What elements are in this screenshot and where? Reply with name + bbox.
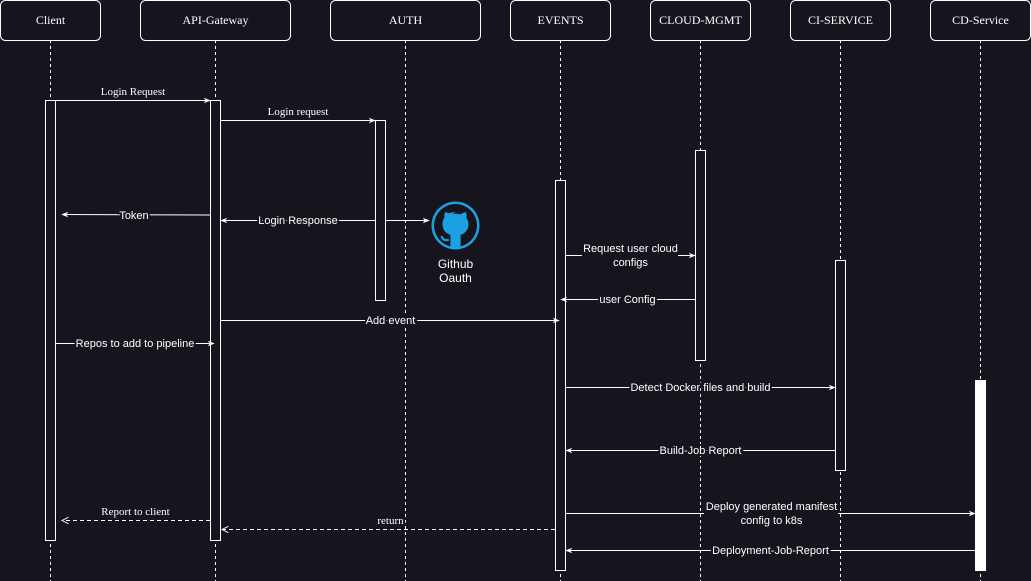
activation-ci-service [835,260,846,471]
participant-label: API-Gateway [183,13,249,27]
message-build-job-report: Build-Job Report [565,443,835,459]
message-label: Add event [366,315,416,327]
message-label-line1: Request user cloud [583,243,678,255]
github-oauth-node: Github Oauth [431,201,480,285]
activation-events [555,180,566,571]
message-label: user Config [599,294,655,306]
participant-label: AUTH [389,13,423,27]
message-deployment-job-report: Deployment-Job-Report [565,543,975,559]
github-oauth-label-line1: Github [438,257,474,271]
message-detect-docker: Detect Docker files and build [565,380,836,396]
participant-label: CI-SERVICE [808,13,873,27]
participant-client: Client [0,0,101,41]
participant-api-gateway: API-Gateway [140,0,291,41]
activation-cd-service [975,380,986,571]
participant-cd-service: CD-Service [930,0,1031,41]
message-login-request-client: Login Request [55,86,211,104]
message-label: Login request [268,106,329,118]
message-report-to-client: Report to client [62,506,210,521]
message-request-cloud-configs: Request user cloud configs [565,243,696,269]
activation-client [45,100,56,541]
participant-auth: AUTH [330,0,481,41]
message-label-line1: Deploy generated manifest [706,501,837,513]
participant-label: CLOUD-MGMT [659,13,742,27]
message-label: Build-Job Report [660,445,742,457]
message-login-response: Login Response [220,213,375,229]
message-label: Token [119,210,148,222]
activation-cloud-mgmt [695,150,706,361]
message-label: return [377,515,404,527]
message-add-event: Add event [220,313,560,329]
participant-label: Client [36,13,66,27]
participant-ci-service: CI-SERVICE [790,0,891,41]
message-label-line2: configs [613,257,648,269]
participant-label: CD-Service [952,13,1009,27]
participant-label: EVENTS [538,13,584,27]
message-label: Login Request [101,86,165,98]
message-user-config: user Config [560,292,695,308]
message-token: Token [61,208,211,224]
message-label-line2: config to k8s [741,515,803,527]
activation-api-gateway [210,100,221,541]
message-label: Deployment-Job-Report [712,545,829,557]
github-oauth-label-line2: Oauth [439,271,472,285]
message-label: Detect Docker files and build [630,382,770,394]
message-deploy-manifest: Deploy generated manifest config to k8s [565,501,976,527]
message-label: Repos to add to pipeline [76,338,195,350]
activation-auth [375,120,386,301]
message-label: Login Response [258,215,338,227]
message-login-request-gateway: Login request [220,106,376,124]
participant-events: EVENTS [510,0,611,41]
participant-cloud-mgmt: CLOUD-MGMT [650,0,751,41]
message-label: Report to client [101,506,169,518]
message-repos-to-add: Repos to add to pipeline [55,336,215,352]
message-return: return [222,513,555,530]
github-icon [440,212,469,248]
